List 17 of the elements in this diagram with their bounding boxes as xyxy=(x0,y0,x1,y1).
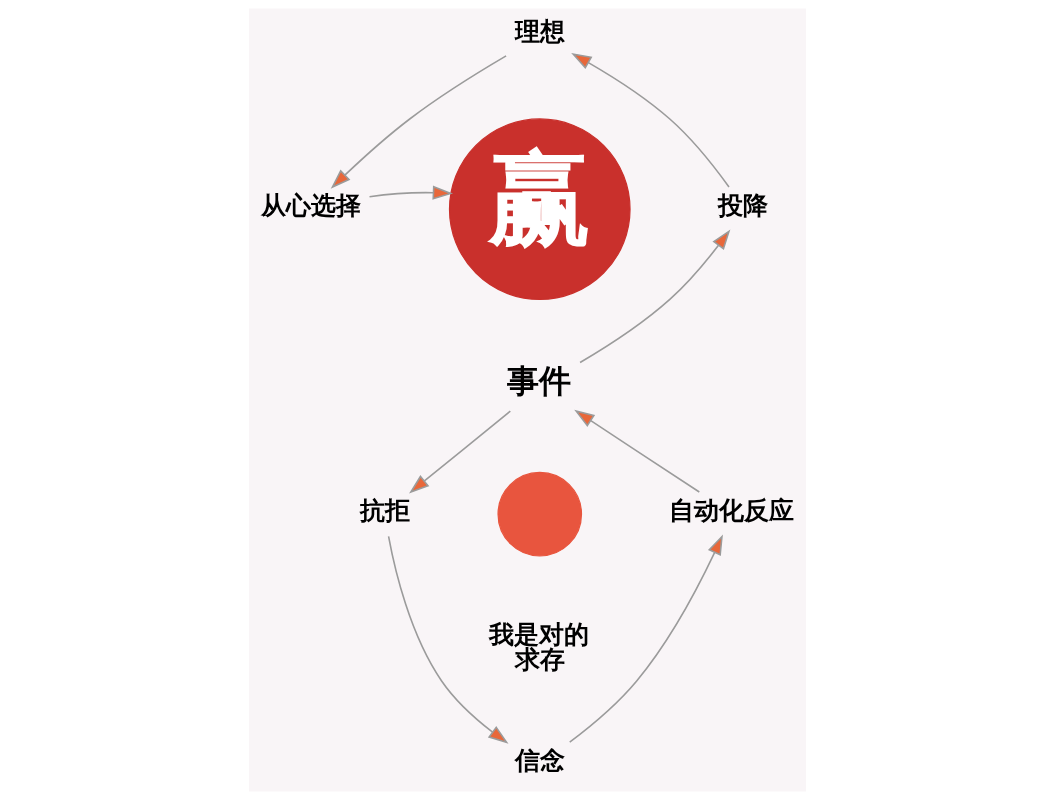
arrow xyxy=(571,52,730,188)
arrow xyxy=(368,185,454,200)
node-text: 投降 xyxy=(718,191,769,221)
node-text: 抗拒 xyxy=(360,496,411,526)
node-text: 从心选择 xyxy=(261,191,362,221)
node-circle: 赢 xyxy=(448,118,631,301)
arrow xyxy=(387,535,509,744)
node-text: 事件 xyxy=(507,362,572,401)
node-circle xyxy=(497,471,583,557)
arrow xyxy=(568,534,723,743)
node-text: 信念 xyxy=(514,746,565,776)
arrow xyxy=(330,55,507,189)
arrow xyxy=(409,410,512,494)
arrow xyxy=(579,229,731,364)
arrow xyxy=(574,409,701,493)
node-text: 自动化反应 xyxy=(668,496,794,526)
node-text: 理想 xyxy=(514,17,565,47)
